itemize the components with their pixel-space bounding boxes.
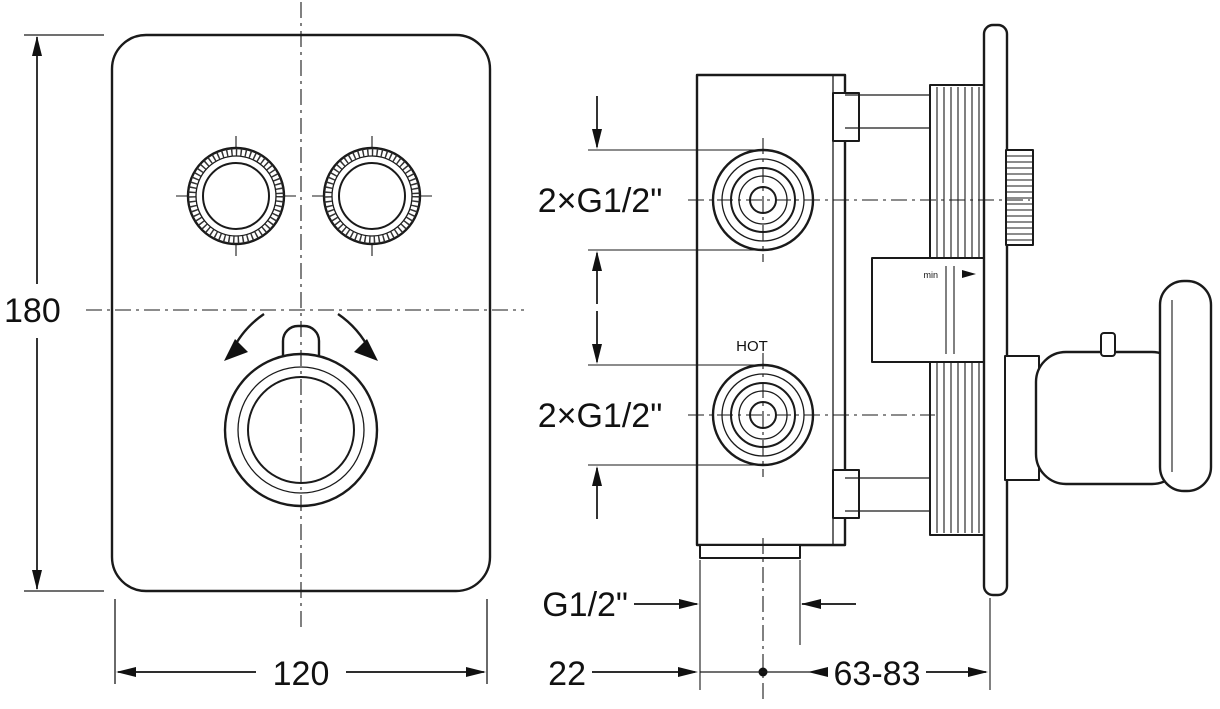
- dim-arrowhead-left: [116, 667, 136, 677]
- handle-stem: [1004, 355, 1040, 481]
- bottom-ports-dimension-label: 2×G1/2": [538, 397, 663, 435]
- dim-arrowhead-right: [679, 599, 699, 609]
- dim-arrowhead-down: [592, 129, 602, 149]
- dim-arrowhead-left: [801, 599, 821, 609]
- button-right: [312, 136, 432, 256]
- top-ports-dimension: 2×G1/2": [538, 96, 763, 304]
- dim-arrowhead-right: [678, 667, 698, 677]
- min-arrowhead: [962, 270, 976, 278]
- adjuster-knob: [1005, 149, 1034, 246]
- dim-arrowhead-down: [592, 344, 602, 364]
- button-right-knurl: [324, 148, 420, 244]
- height-dimension-label: 180: [4, 292, 61, 330]
- button-left: [176, 136, 296, 256]
- dim-arrowhead-up: [32, 36, 42, 56]
- min-depth-label: min: [923, 270, 938, 280]
- rotation-arrow-left: [224, 313, 265, 361]
- width-dimension-label: 120: [273, 655, 330, 693]
- top-ports-dimension-label: 2×G1/2": [538, 182, 663, 220]
- height-dimension: 180: [4, 34, 104, 592]
- outlet-dimension-label: G1/2": [542, 586, 628, 624]
- rotation-arrowhead-right: [354, 339, 378, 361]
- lever-handle: [1004, 279, 1213, 493]
- knob-mid: [237, 366, 365, 494]
- outlet-dimension: G1/2": [542, 560, 856, 690]
- adjuster-knurl: [1006, 155, 1033, 241]
- dim-arrowhead-down: [32, 570, 42, 590]
- valve-body: [695, 73, 847, 547]
- bottom-ports-dimension: 2×G1/2": [538, 311, 763, 519]
- knob-inner: [247, 376, 355, 484]
- dim-arrowhead-left: [808, 667, 828, 677]
- depth-range-dimension-label: 63-83: [834, 655, 921, 693]
- rotation-arrow-right: [337, 313, 378, 361]
- hot-inlet-label: HOT: [736, 338, 768, 355]
- button-left-knurl: [188, 148, 284, 244]
- dim-arrowhead-right: [466, 667, 486, 677]
- offset-dimension: 22: [548, 655, 768, 693]
- mounting-lug-top: [832, 92, 860, 142]
- side-view: min: [538, 23, 1213, 702]
- cartridge-housing: [845, 94, 930, 512]
- dim-arrowhead-up: [592, 466, 602, 486]
- depth-range-dimension: 63-83: [700, 598, 991, 693]
- dim-arrowhead-right: [968, 667, 988, 677]
- bottom-outlet-spout: [699, 544, 801, 559]
- depth-stop-block: min: [871, 257, 985, 363]
- wall-plate: [982, 23, 1009, 597]
- handle-pin: [1100, 332, 1116, 357]
- offset-dimension-label: 22: [548, 655, 586, 693]
- front-view: 180 120: [4, 2, 524, 693]
- rotation-arrowhead-left: [224, 339, 248, 361]
- handle-grip: [1158, 279, 1213, 493]
- width-dimension: 120: [114, 599, 488, 693]
- dim-arrowhead-up: [592, 251, 602, 271]
